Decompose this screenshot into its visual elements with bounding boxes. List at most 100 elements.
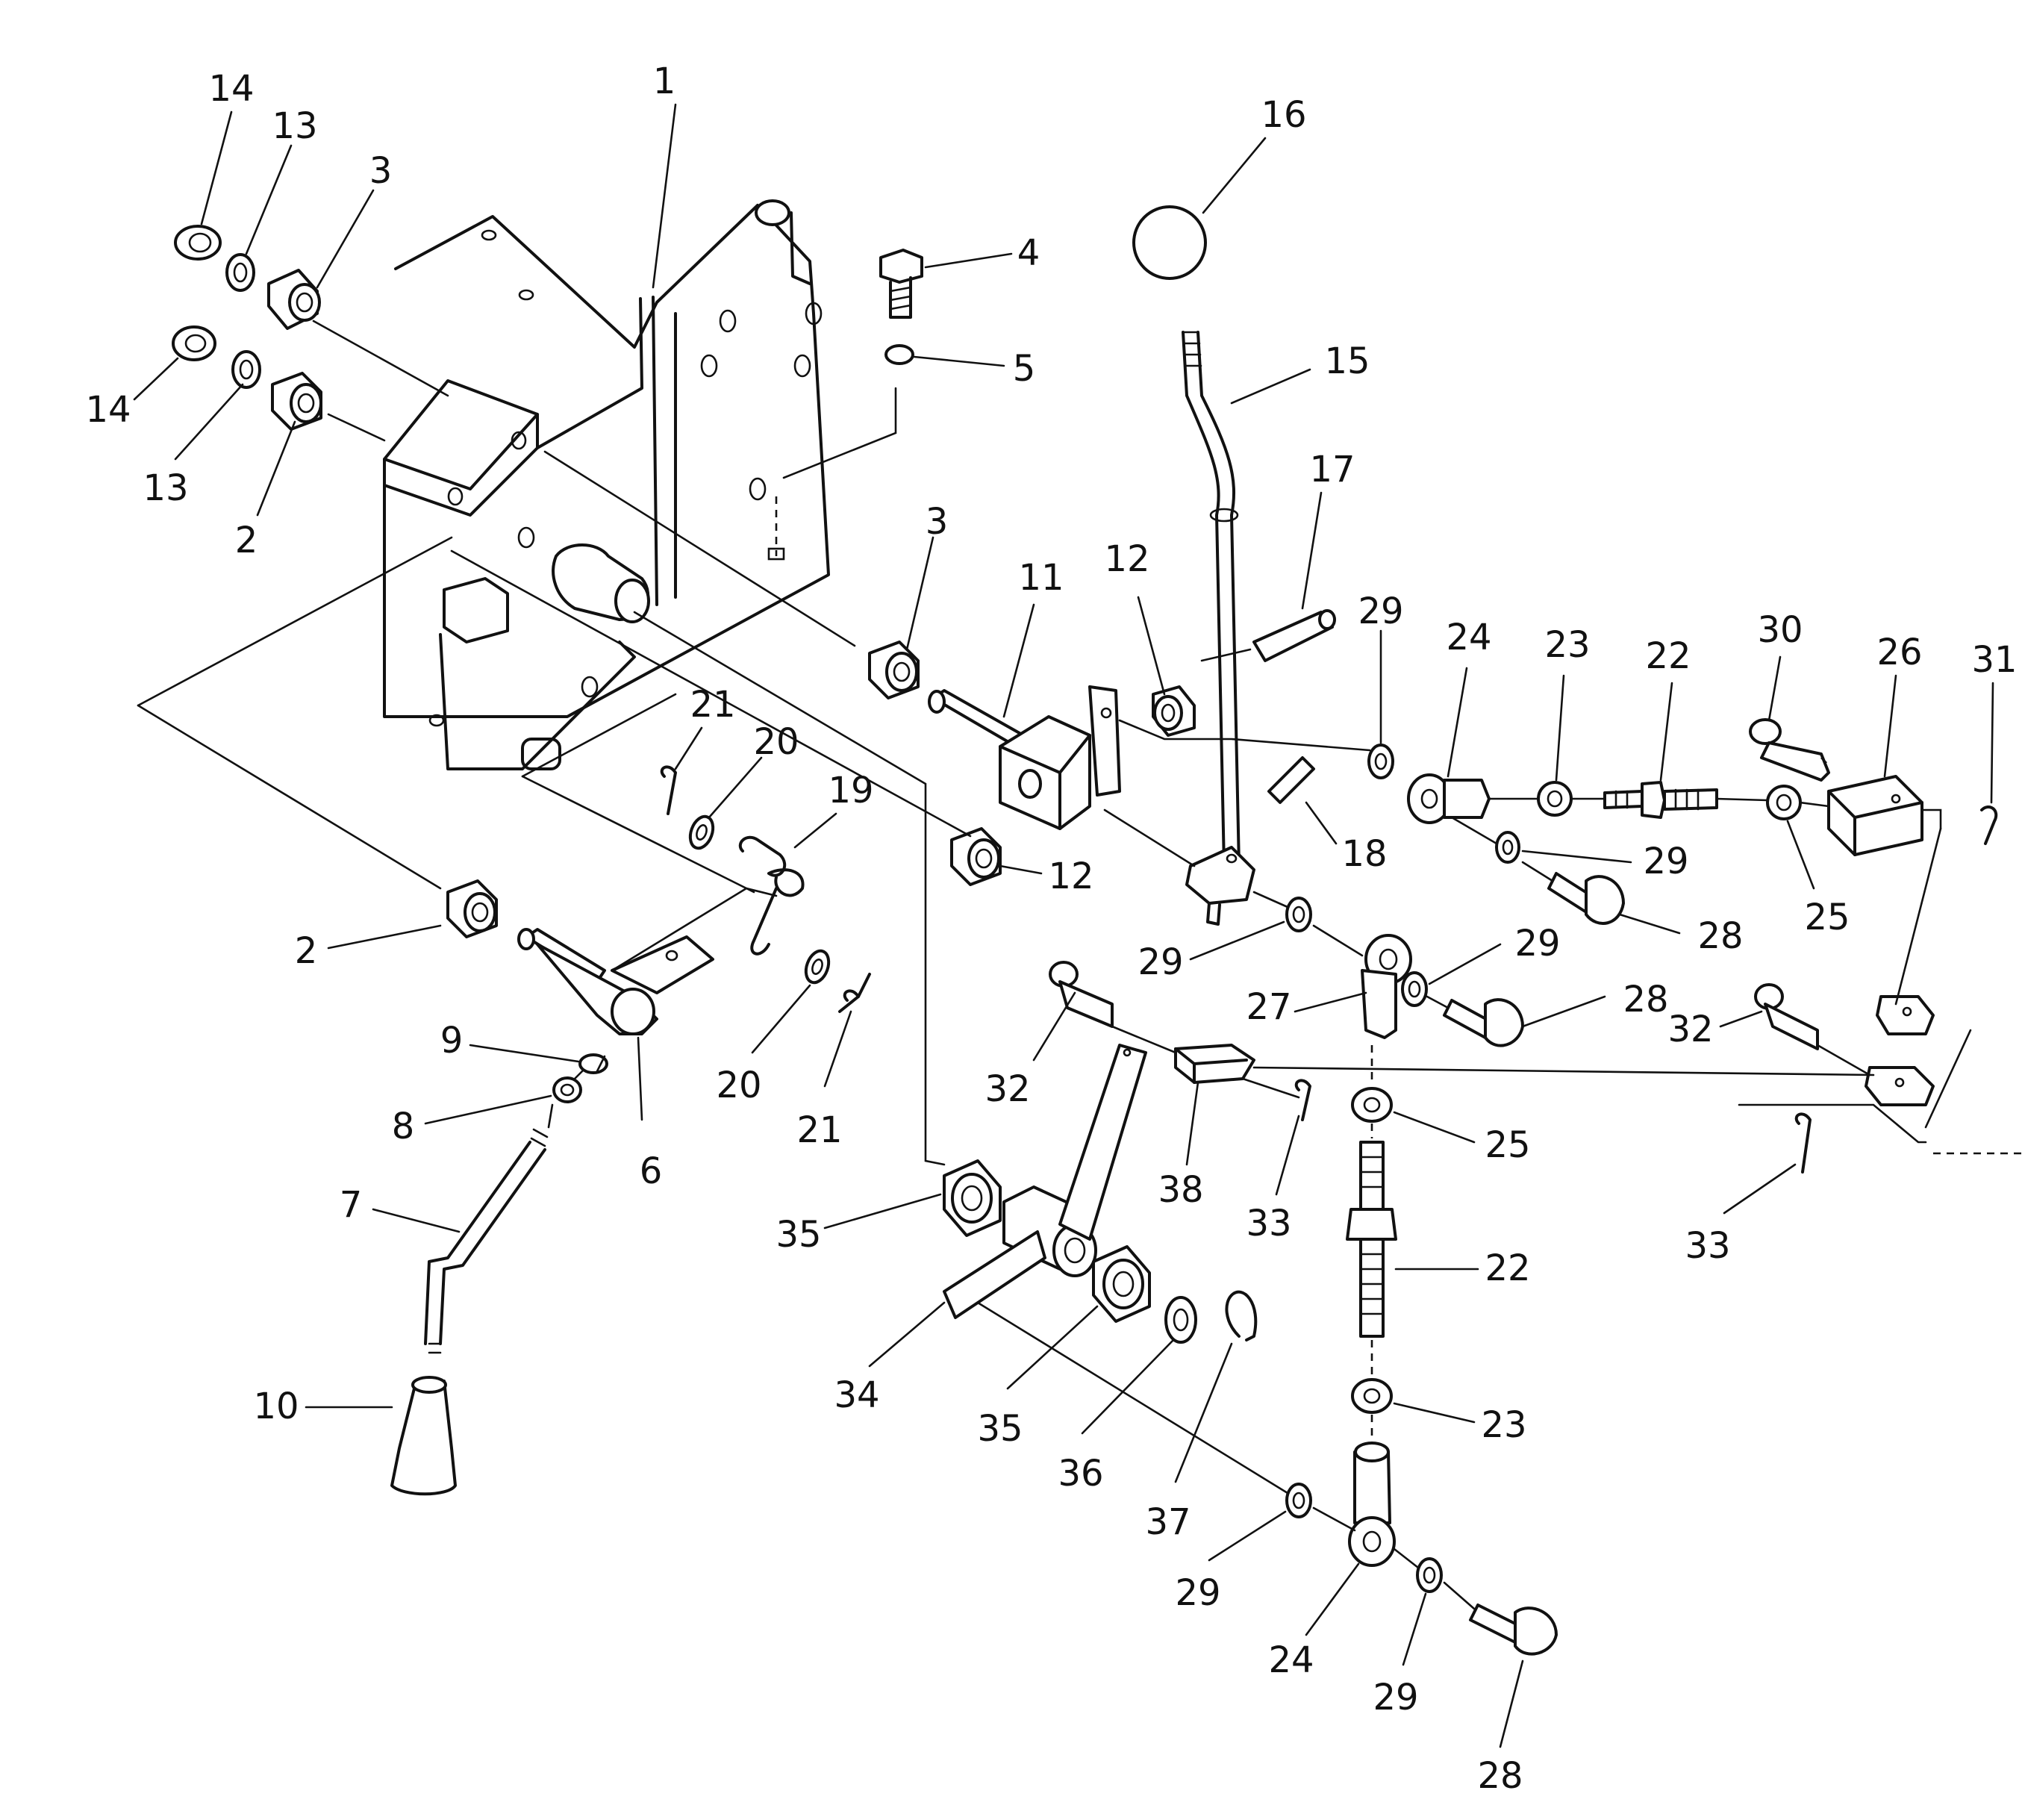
callout-33: 33 <box>1685 1225 1730 1267</box>
cotter-pin-21-lower <box>838 973 871 1013</box>
callout-25: 25 <box>1804 897 1850 938</box>
callout-25: 25 <box>1485 1124 1530 1166</box>
bushing-35-right <box>1092 1245 1151 1323</box>
callout-4: 4 <box>1017 232 1040 274</box>
washer-20-upper <box>688 814 715 850</box>
link-38 <box>1174 1044 1255 1084</box>
bell-crank-34 <box>943 1044 1147 1319</box>
callout-14: 14 <box>85 389 131 431</box>
callout-30: 30 <box>1757 609 1803 651</box>
callout-2: 2 <box>235 520 258 561</box>
callout-35: 35 <box>776 1214 821 1256</box>
clevis-pin-30 <box>1749 718 1830 782</box>
washer-29-e <box>1285 1483 1312 1518</box>
pin-17 <box>1252 609 1336 662</box>
callout-9: 9 <box>440 1020 464 1062</box>
washer-20-lower <box>804 949 831 985</box>
callouts: 1 2 2 3 3 4 5 6 7 8 9 10 11 <box>85 60 2017 1797</box>
callout-7: 7 <box>340 1184 363 1226</box>
yoke-shaft-11 <box>928 685 1121 830</box>
callout-18: 18 <box>1341 833 1387 875</box>
callout-17: 17 <box>1309 449 1355 490</box>
callout-14: 14 <box>208 68 254 110</box>
callout-20: 20 <box>753 721 799 763</box>
spring-19 <box>738 835 805 956</box>
callout-1: 1 <box>653 60 676 102</box>
callout-10: 10 <box>253 1386 299 1427</box>
assembly-guide-lines <box>137 536 1942 1610</box>
lock-washer-5 <box>884 344 914 365</box>
callout-26: 26 <box>1876 632 1922 673</box>
callout-21: 21 <box>796 1109 842 1151</box>
callout-16: 16 <box>1261 94 1306 136</box>
bushing-3-lower <box>868 641 920 699</box>
callout-28: 28 <box>1697 915 1743 957</box>
nut-8 <box>552 1076 582 1103</box>
bolt-28-upper <box>1547 872 1625 925</box>
pivot-block-part <box>383 379 539 517</box>
callout-2: 2 <box>295 930 318 972</box>
callout-33: 33 <box>1246 1203 1291 1244</box>
washer-29-b <box>1495 831 1520 864</box>
callout-32: 32 <box>985 1068 1030 1110</box>
snap-ring-37 <box>1225 1290 1258 1341</box>
grip-knob-10 <box>390 1376 457 1496</box>
nut-25-upper <box>1766 785 1802 820</box>
ball-knob-16 <box>1132 205 1207 280</box>
callout-36: 36 <box>1058 1453 1103 1495</box>
rod-end-24-lower <box>1348 1442 1396 1567</box>
bolt-28-middle <box>1443 998 1524 1047</box>
hex-nut-14-upper <box>174 225 222 261</box>
adjuster-rod-22-lower <box>1346 1141 1397 1338</box>
callout-5: 5 <box>1013 348 1036 390</box>
callout-35: 35 <box>977 1408 1023 1450</box>
washer-29-d <box>1401 971 1428 1007</box>
washer-13-upper <box>225 253 255 292</box>
socket-right-upper <box>1876 995 1935 1035</box>
clevis-pin-32-left <box>1049 961 1114 1028</box>
lever-rod-7 <box>424 1128 549 1354</box>
callout-38: 38 <box>1158 1169 1203 1211</box>
washer-29-c <box>1285 897 1312 932</box>
bolt-4 <box>879 249 923 319</box>
callout-27: 27 <box>1246 986 1291 1028</box>
callout-28: 28 <box>1477 1755 1523 1797</box>
callout-29: 29 <box>1358 590 1403 632</box>
cotter-pin-21-upper <box>660 765 677 815</box>
callout-29: 29 <box>1175 1572 1220 1614</box>
cotter-pin-31 <box>1980 805 1998 845</box>
clevis-pin-32-right <box>1754 983 1819 1050</box>
bushing-3-upper <box>267 269 321 330</box>
callout-22: 22 <box>1645 635 1691 677</box>
callout-37: 37 <box>1145 1501 1191 1543</box>
nut-23-lower <box>1351 1378 1393 1414</box>
socket-right-lower <box>1865 1066 1935 1106</box>
snap-ring-9 <box>578 1053 608 1074</box>
hex-nut-14-lower <box>172 325 216 361</box>
callout-29: 29 <box>1643 841 1688 882</box>
washer-36 <box>1164 1296 1197 1344</box>
callout-12: 12 <box>1104 538 1149 580</box>
callout-22: 22 <box>1485 1247 1530 1289</box>
callout-21: 21 <box>690 684 735 726</box>
callout-24: 24 <box>1268 1639 1314 1681</box>
bushing-2-upper <box>271 372 322 431</box>
callout-12: 12 <box>1048 856 1093 897</box>
washer-13-lower <box>231 350 261 389</box>
adjuster-rod-22-upper <box>1603 781 1718 819</box>
callout-23: 23 <box>1544 624 1590 666</box>
bushing-35-left <box>943 1159 1002 1237</box>
callout-32: 32 <box>1667 1009 1713 1050</box>
callout-29: 29 <box>1373 1677 1418 1718</box>
cotter-pin-33-left <box>1294 1079 1311 1121</box>
rod-end-24-upper <box>1407 773 1491 824</box>
callout-13: 13 <box>143 467 188 509</box>
callout-11: 11 <box>1018 557 1064 599</box>
clevis-26 <box>1827 775 1923 856</box>
bushing-12-lower <box>950 827 1002 886</box>
shift-lever-15 <box>1182 331 1255 926</box>
nut-25-lower <box>1351 1087 1393 1123</box>
callout-34: 34 <box>834 1374 879 1416</box>
callout-6: 6 <box>640 1150 663 1192</box>
callout-29: 29 <box>1138 941 1183 983</box>
